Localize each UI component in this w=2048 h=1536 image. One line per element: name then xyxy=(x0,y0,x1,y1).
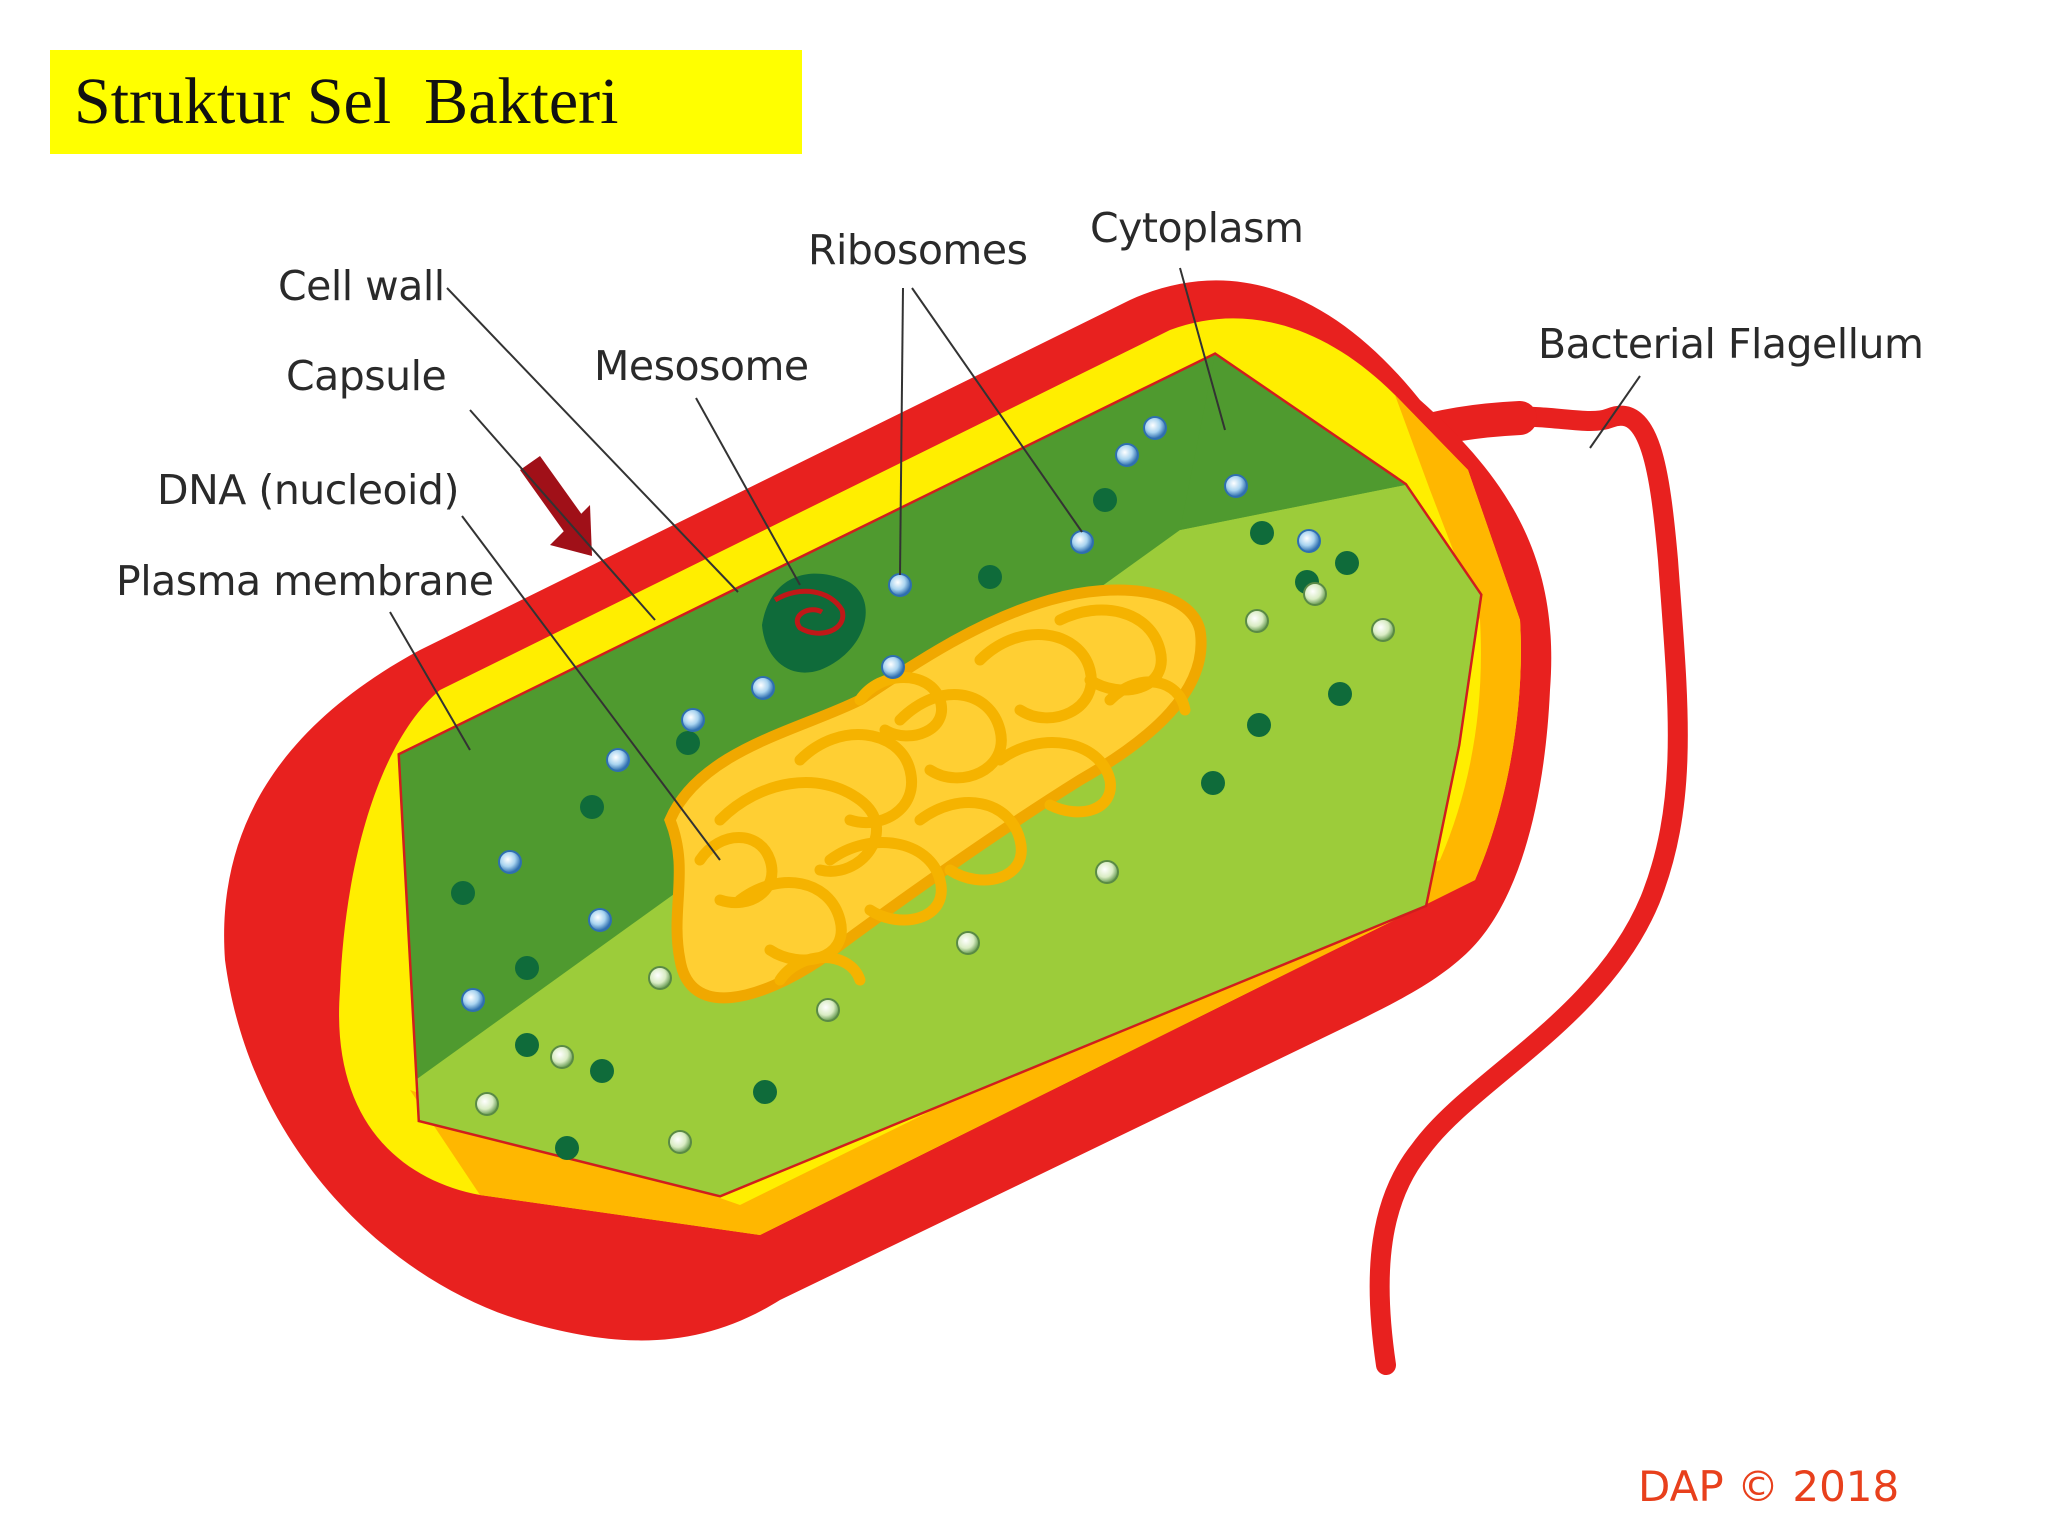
label-mesosome: Mesosome xyxy=(594,342,809,390)
copyright-credit: DAP © 2018 xyxy=(1638,1462,1900,1511)
mesosome xyxy=(762,573,866,673)
ribosome-dots-blue xyxy=(461,416,1321,1012)
ribosome-dots-pale xyxy=(475,582,1395,1154)
label-cytoplasm: Cytoplasm xyxy=(1090,204,1304,252)
ribosome-dots-dark xyxy=(451,488,1359,1160)
leader-lines xyxy=(389,267,1641,861)
page-title: Struktur Sel Bakteri xyxy=(74,65,619,138)
label-plasma-membrane: Plasma membrane xyxy=(116,557,494,605)
title-box: Struktur Sel Bakteri xyxy=(50,50,802,154)
label-cell-wall: Cell wall xyxy=(278,262,445,310)
label-ribosomes: Ribosomes xyxy=(808,226,1028,274)
label-capsule: Capsule xyxy=(286,352,447,400)
label-dna-nucleoid: DNA (nucleoid) xyxy=(157,466,459,514)
label-bacterial-flagellum: Bacterial Flagellum xyxy=(1538,320,1924,368)
pointer-arrow xyxy=(520,456,592,556)
dna-nucleoid xyxy=(664,584,1207,1004)
